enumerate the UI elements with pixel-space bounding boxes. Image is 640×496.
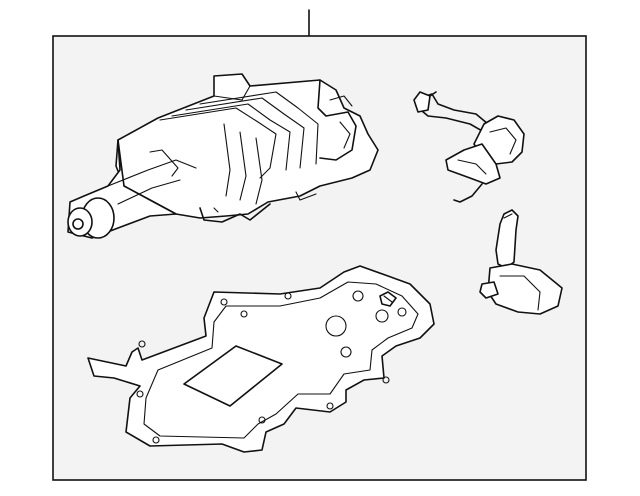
- bypass-valve-actuator-part: [413, 91, 525, 203]
- gasket-part: [87, 265, 435, 453]
- supercharger-part: [67, 73, 379, 239]
- sensor-part: [479, 209, 563, 315]
